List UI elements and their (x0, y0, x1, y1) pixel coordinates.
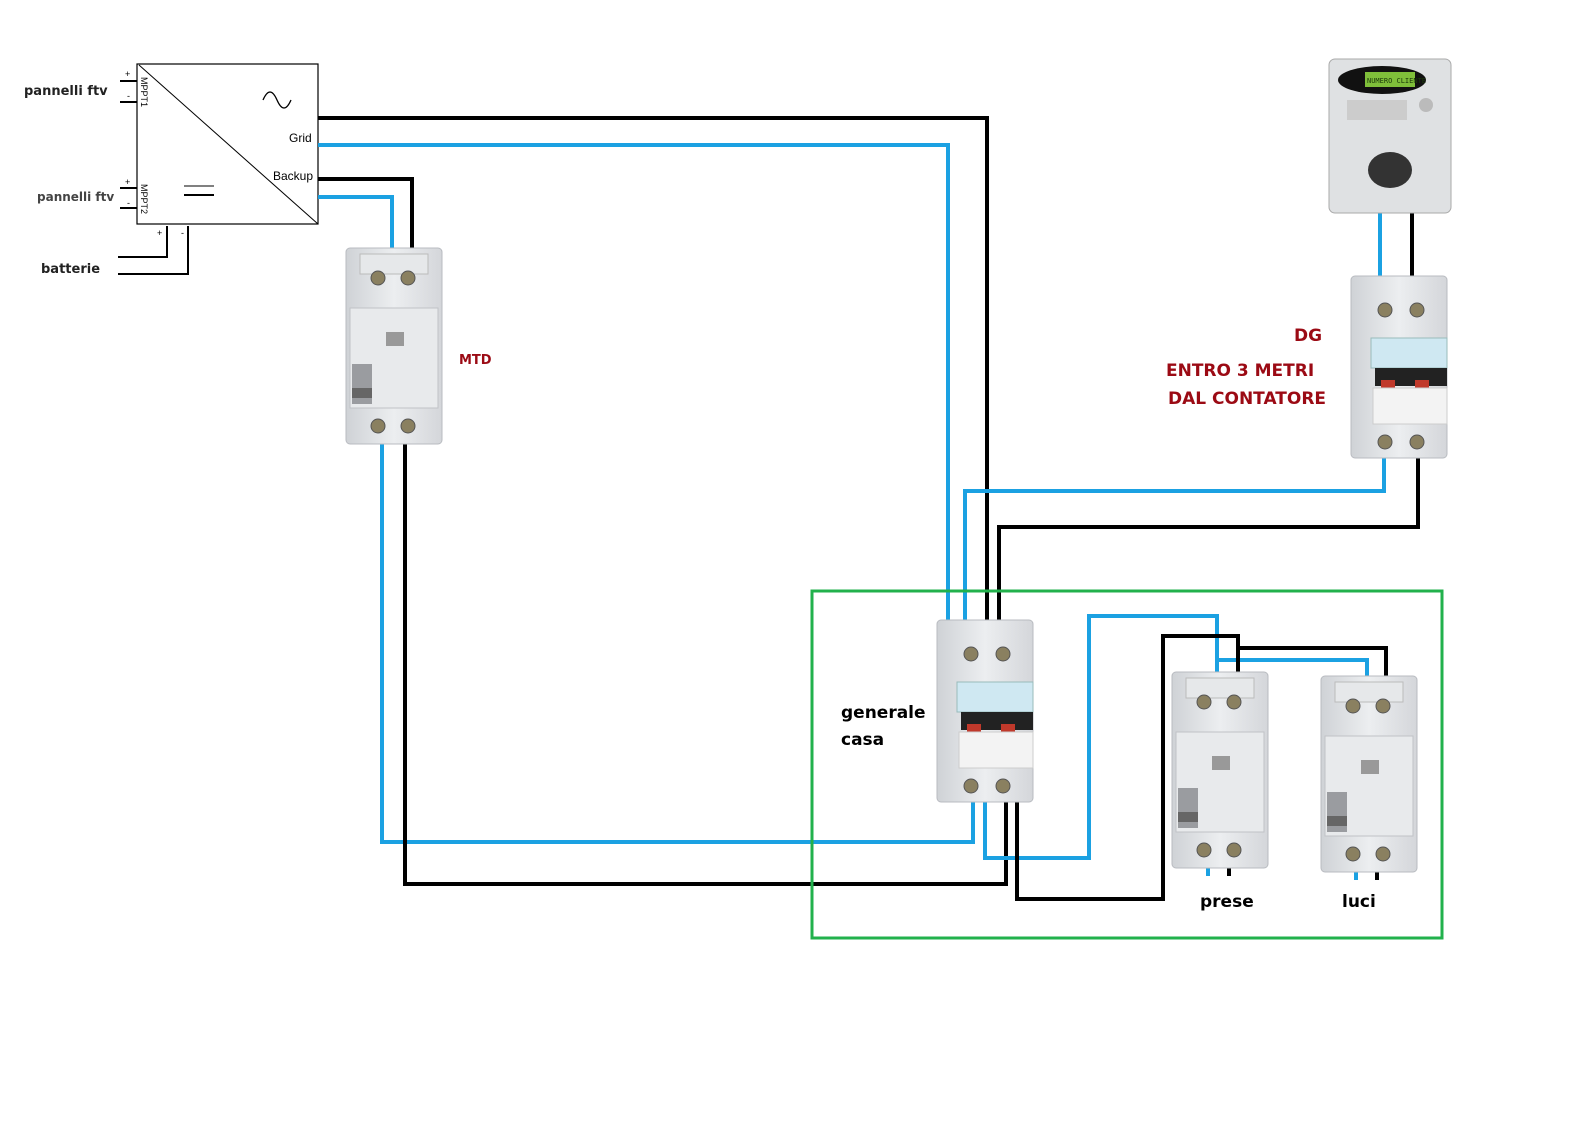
wire-main-phase-out (983, 614, 1219, 860)
pv2-label: pannelli ftv (37, 190, 114, 204)
main-label-line1: generale (841, 703, 926, 723)
backup-label: Backup (273, 169, 313, 183)
battery-minus: - (181, 228, 184, 238)
mppt2-label: MPPT2 (139, 184, 149, 214)
battery-plus: + (157, 228, 162, 238)
wire-luci-phase (1217, 658, 1369, 680)
wire-grid-phase (318, 143, 950, 624)
dg-breaker (1350, 275, 1448, 459)
lights-label: luci (1342, 892, 1376, 912)
wire-mtd-phase-out (380, 440, 975, 844)
house-panel-box (810, 589, 1444, 940)
dg-note-line1: ENTRO 3 METRI (1166, 361, 1314, 381)
mppt1-minus: - (127, 91, 130, 101)
wire-luci-neutral (1238, 646, 1388, 680)
grid-label: Grid (289, 131, 312, 145)
mppt2-plus: + (125, 177, 130, 187)
wire-dg-phase (963, 452, 1386, 624)
pv1-label: pannelli ftv (24, 84, 108, 99)
wire-main-neutral-out (1015, 634, 1240, 901)
mtd-breaker (345, 247, 443, 445)
mppt1-plus: + (125, 69, 130, 79)
wire-backup-phase (318, 195, 394, 252)
dg-note-line2: DAL CONTATORE (1168, 389, 1326, 409)
battery-label: batterie (41, 262, 100, 277)
main-label-line2: casa (841, 730, 884, 750)
sockets-breaker (1171, 671, 1269, 869)
meter-display: NUMERO CLIENTE (1367, 77, 1426, 85)
mppt2-minus: - (127, 198, 130, 208)
mtd-label: MTD (459, 353, 492, 368)
lights-breaker (1320, 675, 1418, 873)
wires (318, 116, 1420, 901)
wire-mtd-neutral-out (403, 440, 1008, 886)
wire-backup-neutral (318, 177, 414, 252)
mppt1-label: MPPT1 (139, 77, 149, 107)
sockets-label: prese (1200, 892, 1254, 912)
energy-meter: NUMERO CLIENTE (1328, 58, 1452, 214)
wire-grid-neutral (318, 116, 989, 624)
main-house-breaker (936, 619, 1034, 803)
dg-label: DG (1294, 326, 1322, 346)
inverter: MPPT1 MPPT2 Grid Backup + - + - + - (118, 63, 319, 275)
wire-dg-neutral (997, 450, 1420, 624)
ac-sine-icon (262, 91, 292, 109)
